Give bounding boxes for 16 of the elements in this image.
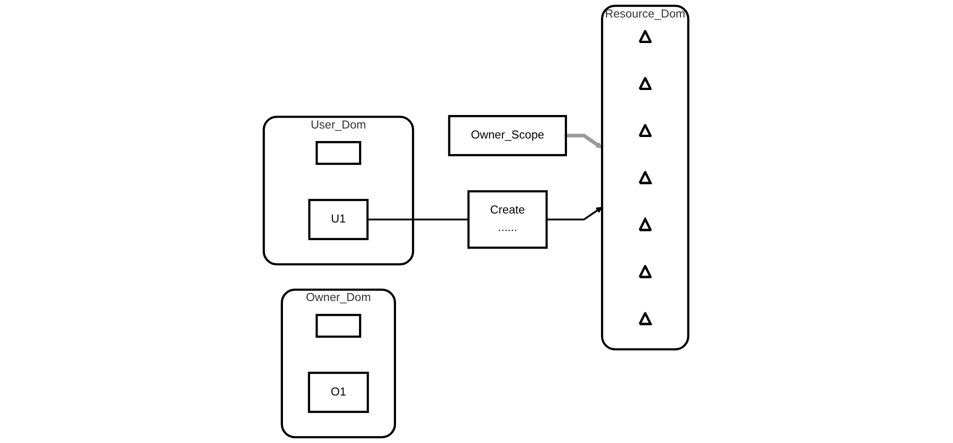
process-box: Owner_Scope	[448, 115, 568, 156]
triangle-shape	[639, 218, 652, 232]
domain-box: Resource_Dom	[601, 4, 690, 350]
triangle-shape	[639, 312, 652, 326]
process-box: U1	[308, 198, 370, 240]
triangle-shape	[639, 124, 652, 138]
process-box: O1	[308, 372, 370, 413]
arrow	[547, 206, 603, 220]
triangle-shape	[639, 30, 652, 44]
triangle-shape	[639, 265, 652, 278]
process-box: Create ......	[468, 190, 548, 249]
square-shape	[316, 141, 362, 165]
triangle-shape	[639, 77, 652, 90]
arrow	[566, 134, 603, 148]
square-shape	[316, 314, 362, 338]
triangle-shape	[639, 171, 652, 184]
